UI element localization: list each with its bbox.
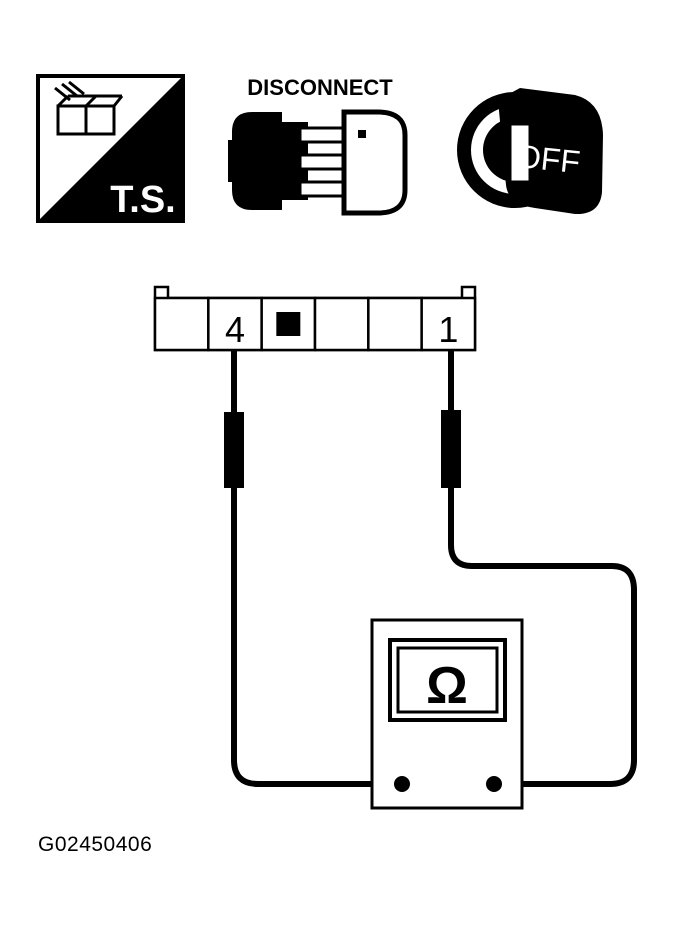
connector-pin-cell <box>367 296 423 352</box>
ignition-off-icon: OFF <box>457 88 603 215</box>
ohm-symbol: Ω <box>426 657 468 715</box>
connector-pin-cell <box>153 296 210 352</box>
ignition-label: OFF <box>514 138 581 180</box>
connector-pin-cell <box>313 296 370 352</box>
disconnect-icon: DISCONNECT <box>228 75 408 216</box>
ohmmeter: Ω <box>370 618 524 810</box>
meter-terminal-left <box>394 776 410 792</box>
connector-pin-label: 4 <box>225 309 245 350</box>
connector-pin-label: 1 <box>438 309 458 350</box>
disconnect-label: DISCONNECT <box>247 75 393 100</box>
blank-pin-marker <box>276 312 301 336</box>
probe-lead-pin1 <box>441 350 637 787</box>
ts-label: T.S. <box>110 179 175 221</box>
ts-icon: T.S. <box>36 74 185 223</box>
probe-lead-pin4 <box>224 350 402 787</box>
figure-id: G02450406 <box>38 833 153 856</box>
meter-terminal-right <box>486 776 502 792</box>
connector-pin-cell <box>207 296 263 352</box>
